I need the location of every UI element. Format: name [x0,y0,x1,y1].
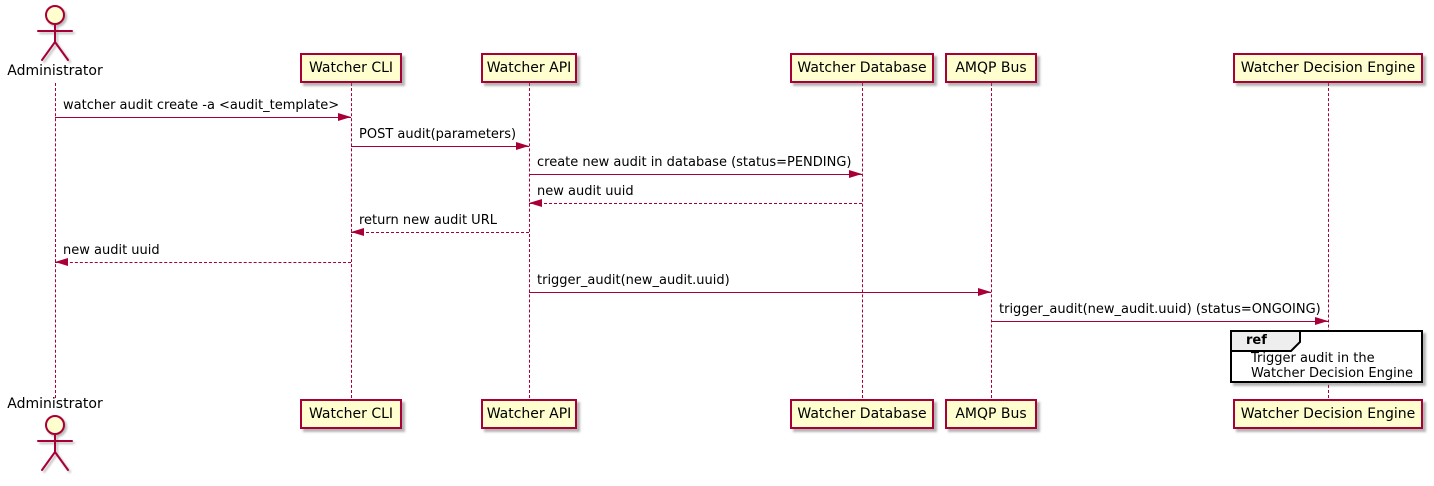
participant-box: AMQP Bus [945,53,1037,83]
ref-fragment: ref Trigger audit in the Watcher Decisio… [1230,330,1423,383]
participant-box: Watcher API [481,53,577,83]
arrowhead-icon [849,170,862,178]
participant-box: Watcher CLI [300,53,402,83]
message-line [991,321,1328,322]
message-label: trigger_audit(new_audit.uuid) (status=ON… [999,302,1321,317]
participant-box: Watcher Decision Engine [1233,53,1423,83]
actor-icon [37,5,73,61]
ref-tag-label: ref [1246,333,1267,348]
message-line [529,292,991,293]
message-line [351,232,529,233]
message-label: new audit uuid [537,184,634,199]
message-label: new audit uuid [63,243,160,258]
actor-icon [37,415,73,471]
lifeline [55,83,56,398]
arrowhead-icon [351,228,364,236]
arrowhead-icon [338,113,351,121]
arrowhead-icon [516,142,529,150]
message-line [529,203,862,204]
lifeline [529,83,530,398]
actor-label-top: Administrator [7,63,103,79]
ref-text-line: Watcher Decision Engine [1251,366,1413,381]
message-line [351,146,529,147]
message-line [55,117,351,118]
arrowhead-icon [978,288,991,296]
message-label: POST audit(parameters) [359,127,517,142]
lifeline [1328,83,1329,398]
lifeline [862,83,863,398]
participant-box: Watcher Decision Engine [1233,399,1423,429]
message-line [529,174,862,175]
message-label: trigger_audit(new_audit.uuid) [537,273,730,288]
participant-box: Watcher Database [790,399,934,429]
ref-tag-icon [1230,330,1301,352]
participant-box: Watcher API [481,399,577,429]
arrowhead-icon [55,258,68,266]
arrowhead-icon [529,199,542,207]
ref-text-line: Trigger audit in the [1251,351,1375,366]
message-label: watcher audit create -a <audit_template> [63,98,340,113]
message-label: create new audit in database (status=PEN… [537,155,852,170]
lifeline [991,83,992,398]
actor-label-bottom: Administrator [7,396,103,412]
message-line [55,262,351,263]
message-label: return new audit URL [359,213,497,228]
participant-box: Watcher Database [790,53,934,83]
arrowhead-icon [1315,317,1328,325]
ref-body: Trigger audit in the Watcher Decision En… [1251,351,1413,381]
lifeline [351,83,352,398]
participant-box: AMQP Bus [945,399,1037,429]
participant-box: Watcher CLI [300,399,402,429]
